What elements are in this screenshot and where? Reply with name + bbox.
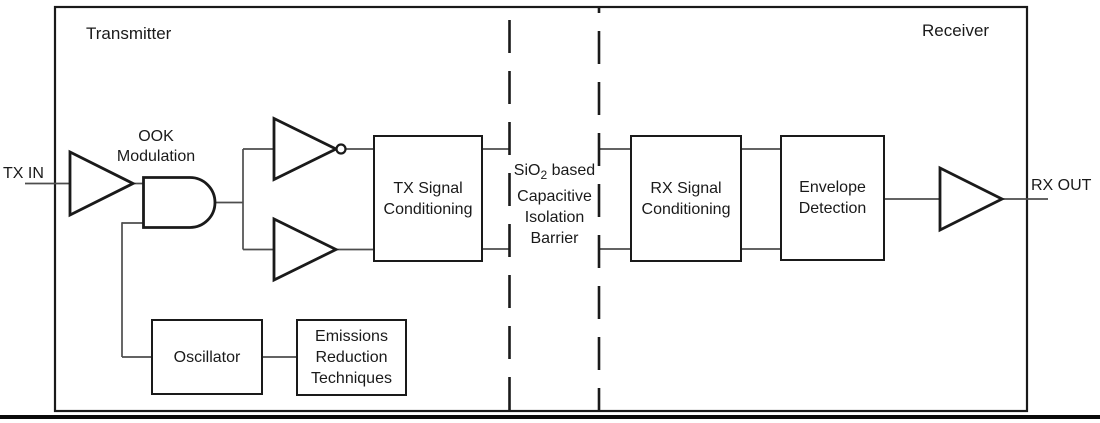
rx-out-label: RX OUT [1031,177,1092,194]
oscillator-label: Oscillator [173,348,241,366]
emissions-line3: Techniques [311,370,392,387]
emissions-line2: Reduction [315,349,388,366]
ook-modulation-line1: OOK [138,128,174,145]
transmitter-region-title: Transmitter [86,24,172,43]
wires [25,148,1048,358]
emissions-reduction-block: Emissions Reduction Techniques [296,319,407,396]
and-gate-icon [142,176,217,229]
barrier-line4: Barrier [530,230,579,248]
ook-modulation-line2: Modulation [116,148,196,165]
rx-signal-line1: RX Signal [650,179,722,197]
receiver-region-title: Receiver [922,21,990,40]
inverter-gate-icon [272,116,340,182]
rx-signal-line2: Conditioning [641,200,731,218]
barrier-sio: SiO [513,162,541,179]
tx-signal-line2: Conditioning [383,200,473,218]
envelope-detection-block: Envelope Detection [780,135,885,261]
envelope-line1: Envelope [799,179,866,196]
rx-signal-conditioning-block: RX Signal Conditioning [630,135,742,262]
barrier-subscript: 2 [540,168,548,183]
enclosure-outline [53,5,1029,413]
rx-output-buffer-icon [938,165,1006,233]
ook-modulation-label: OOK Modulation [106,127,206,167]
barrier-line2: Capacitive [517,188,592,206]
barrier-line3: Isolation [524,209,585,227]
emissions-line1: Emissions [315,328,388,345]
page-separator-rule [0,415,1100,419]
barrier-line1: SiO2 based [504,160,605,186]
envelope-line2: Detection [798,200,867,217]
tx-in-label: TX IN [3,165,44,182]
inverter-bubble-icon [335,143,347,155]
isolation-barrier-label: SiO2 based Capacitive Isolation Barrier [504,160,605,249]
oscillator-block: Oscillator [151,319,263,395]
barrier-based: based [547,162,596,179]
tx-signal-conditioning-block: TX Signal Conditioning [373,135,483,262]
tx-signal-line1: TX Signal [393,179,463,197]
buffer-gate-icon [272,216,340,283]
tx-input-buffer-icon [68,149,137,218]
